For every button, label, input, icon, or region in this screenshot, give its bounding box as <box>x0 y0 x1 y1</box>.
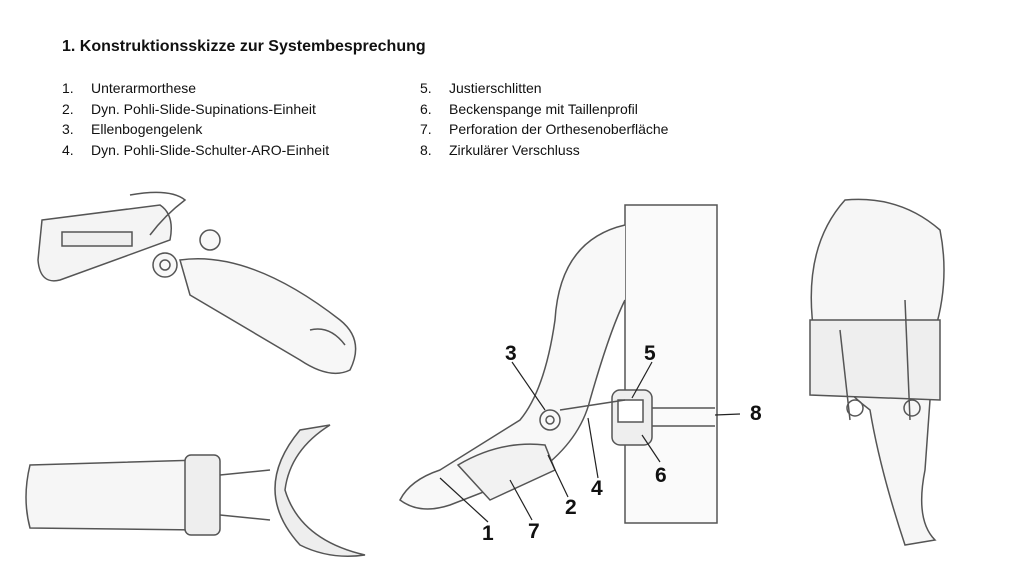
legend-number: 8. <box>420 141 432 158</box>
legend-item: 4. Dyn. Pohli-Slide-Schulter-ARO-Einheit <box>62 140 329 161</box>
callout-7: 7 <box>528 520 540 543</box>
sketch-top-left <box>37 191 357 375</box>
legend-number: 6. <box>420 100 432 117</box>
legend-number: 5. <box>420 80 432 96</box>
legend-label: Perforation der Orthesenoberfläche <box>449 121 669 137</box>
legend-number: 1. <box>62 80 74 96</box>
legend-label: Zirkulärer Verschluss <box>449 141 580 158</box>
legend-item: 7. Perforation der Orthesenoberfläche <box>420 119 668 140</box>
callout-3: 3 <box>505 342 517 365</box>
legend-item: 6. Beckenspange mit Taillenprofil <box>420 99 668 120</box>
legend-label: Justierschlitten <box>449 80 542 96</box>
legend-label: Dyn. Pohli-Slide-Supinations-Einheit <box>91 100 316 117</box>
legend-number: 2. <box>62 100 74 117</box>
legend-label: Ellenbogengelenk <box>91 121 203 137</box>
sketch-right <box>809 198 945 546</box>
legend-number: 7. <box>420 121 432 137</box>
callout-4: 4 <box>591 477 603 500</box>
legend-item: 1. Unterarmorthese <box>62 78 329 99</box>
callout-2: 2 <box>565 496 577 519</box>
callout-8: 8 <box>750 402 762 425</box>
legend-label: Beckenspange mit Taillenprofil <box>449 100 638 117</box>
legend-item: 5. Justierschlitten <box>420 78 668 99</box>
legend-number: 4. <box>62 141 74 158</box>
sketch-center <box>399 204 741 524</box>
legend-label: Dyn. Pohli-Slide-Schulter-ARO-Einheit <box>91 141 330 158</box>
legend-list-left: 1. Unterarmorthese 2. Dyn. Pohli-Slide-Sup… <box>62 78 329 160</box>
legend-item: 8. Zirkulärer Verschluss <box>420 140 668 161</box>
callout-5: 5 <box>644 342 656 365</box>
legend-list-right: 5. Justierschlitten 6. Beckenspange mit Ta… <box>420 78 668 160</box>
callout-1: 1 <box>482 522 494 545</box>
sketch-bottom-left <box>25 424 366 557</box>
legend-item: 3. Ellenbogengelenk <box>62 119 329 140</box>
legend-label: Unterarmorthese <box>91 80 197 96</box>
legend-number: 3. <box>62 121 74 137</box>
callout-6: 6 <box>655 464 667 487</box>
legend-item: 2. Dyn. Pohli-Slide-Supinations-Einheit <box>62 99 329 120</box>
slide-title: 1. Konstruktionsskizze zur Systembesprec… <box>62 38 426 55</box>
